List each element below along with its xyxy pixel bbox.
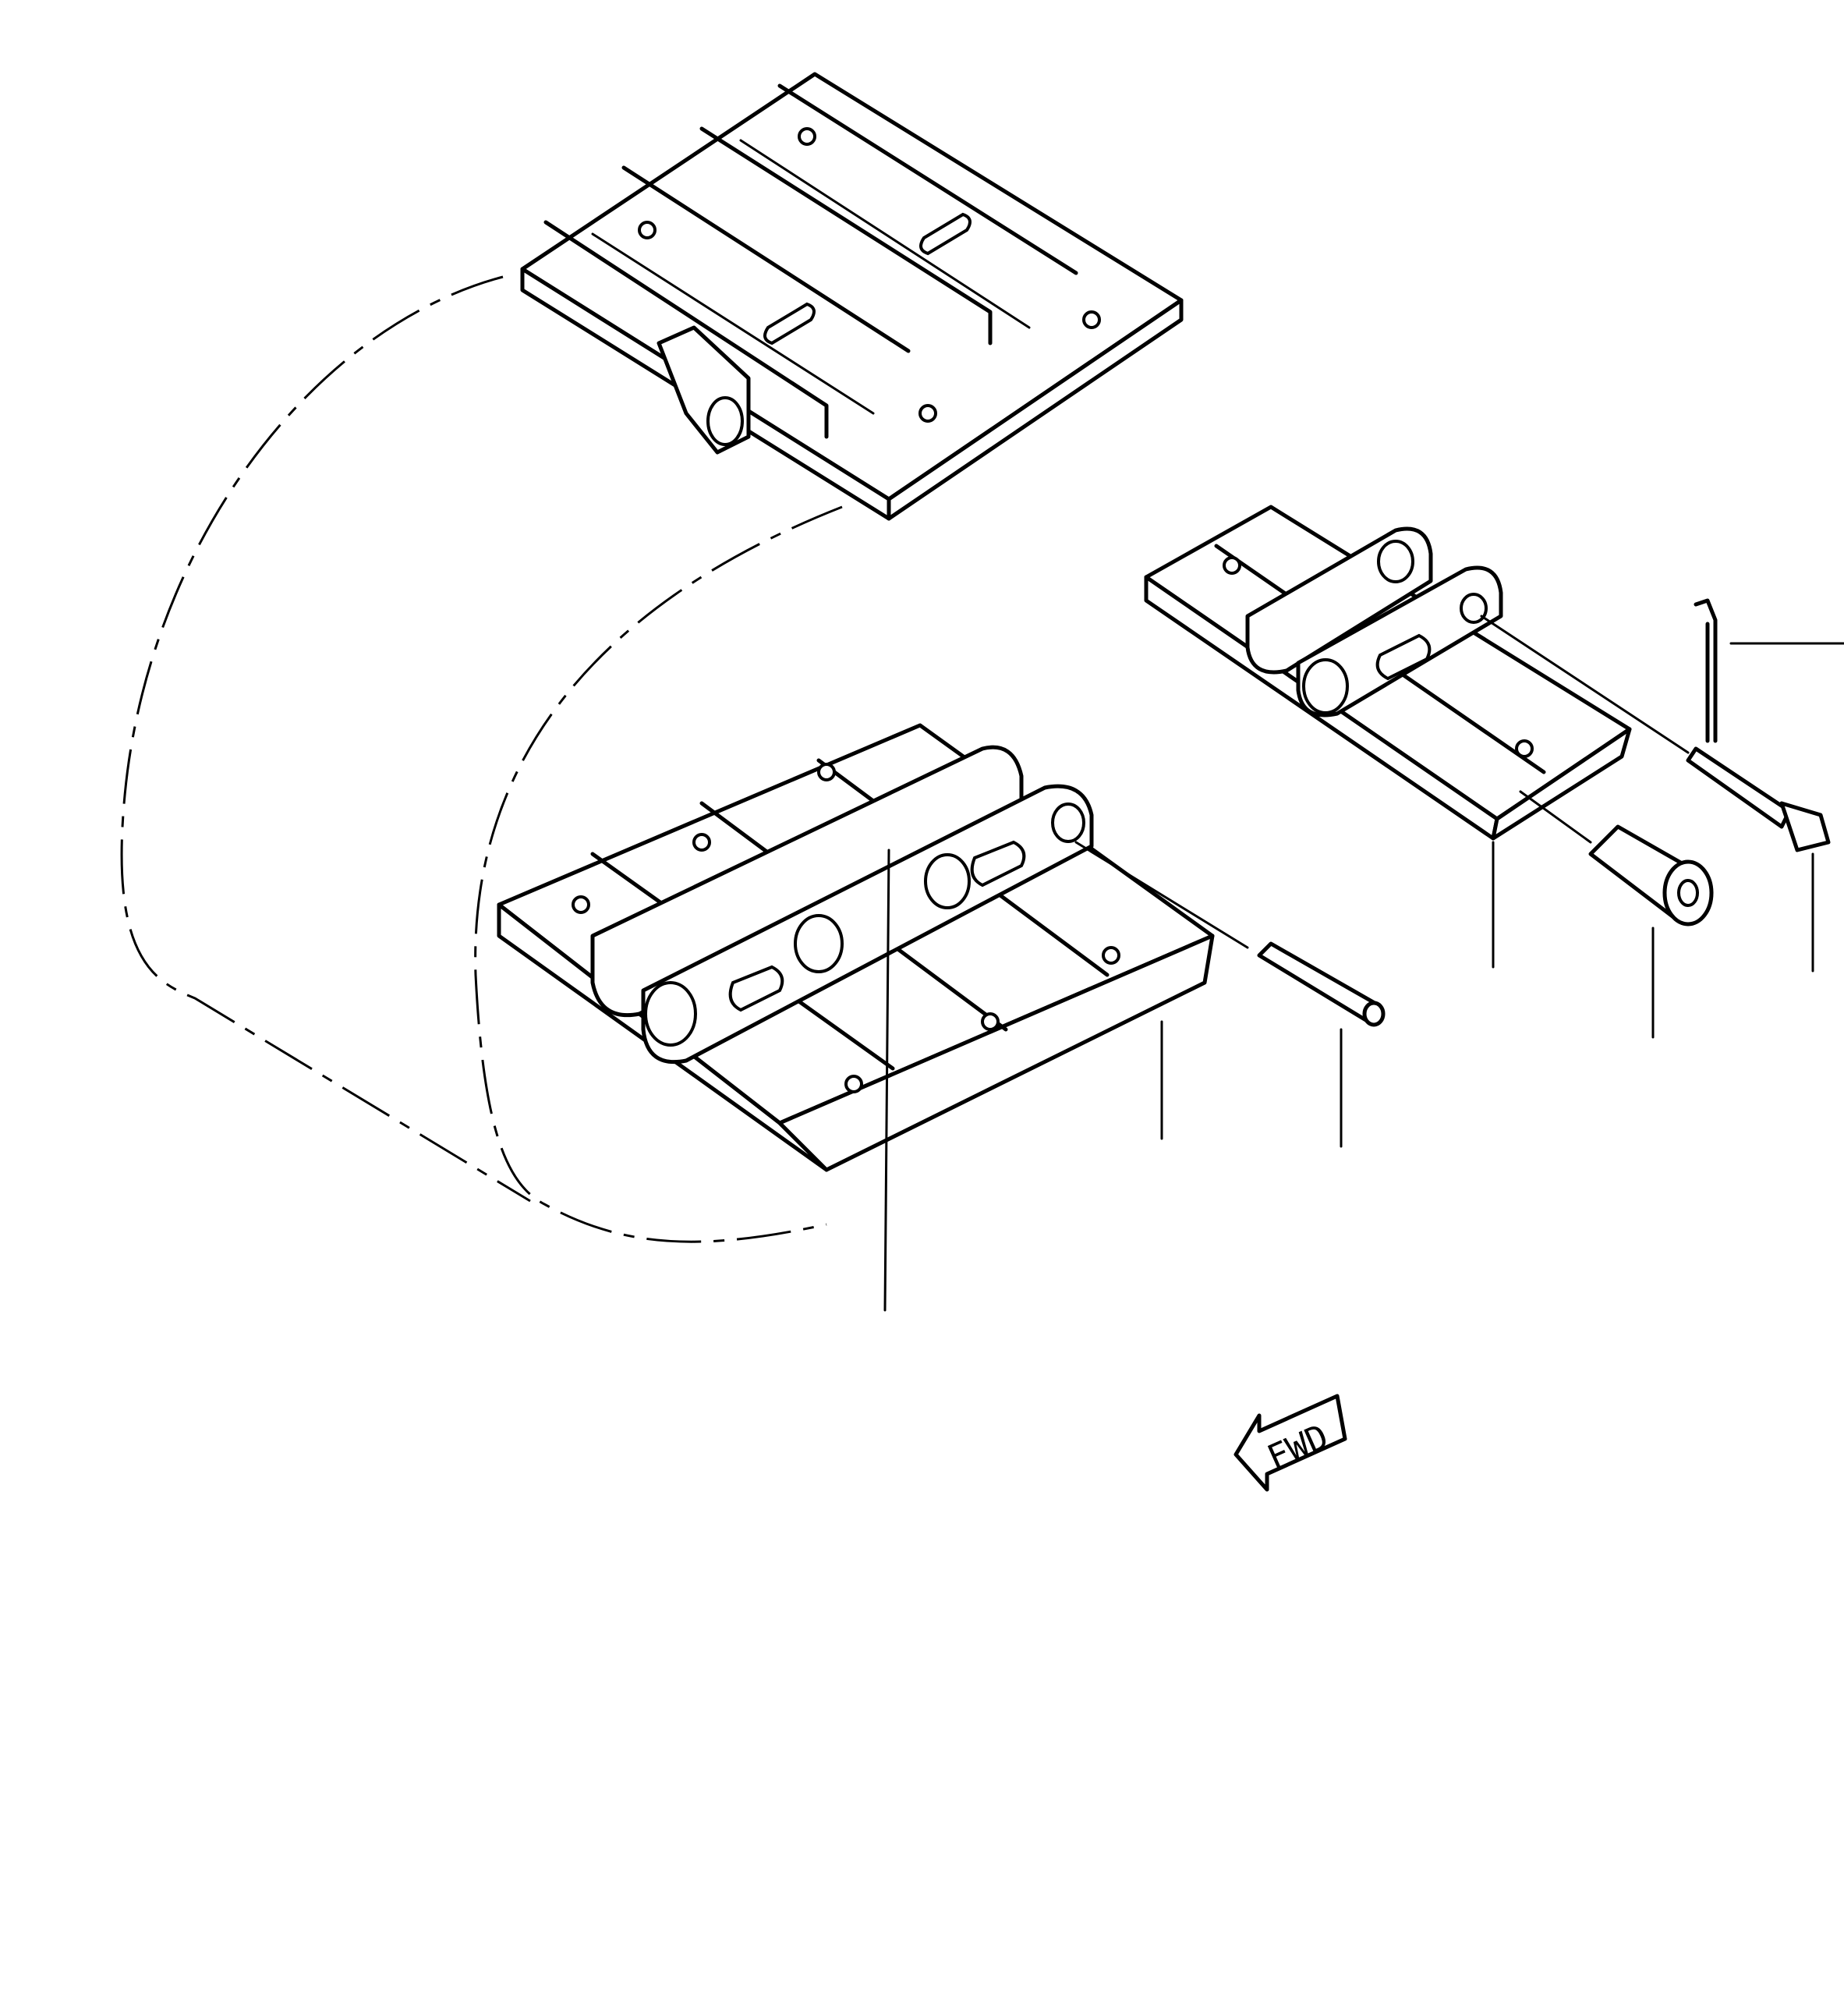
track-pin: [1074, 841, 1386, 1027]
lower-chain-links: [590, 745, 1094, 1065]
track-loop-outline: [120, 275, 843, 1243]
exploded-track-shoe: [1144, 505, 1632, 841]
leader-lines: [883, 642, 1844, 1312]
cotter-pin: [1694, 598, 1718, 743]
track-bushing: [1519, 790, 1714, 927]
upper-track-shoe: [520, 72, 1184, 521]
fwd-arrow-icon: FWD: [1233, 1394, 1347, 1492]
master-pin-bolt: [1480, 615, 1831, 852]
